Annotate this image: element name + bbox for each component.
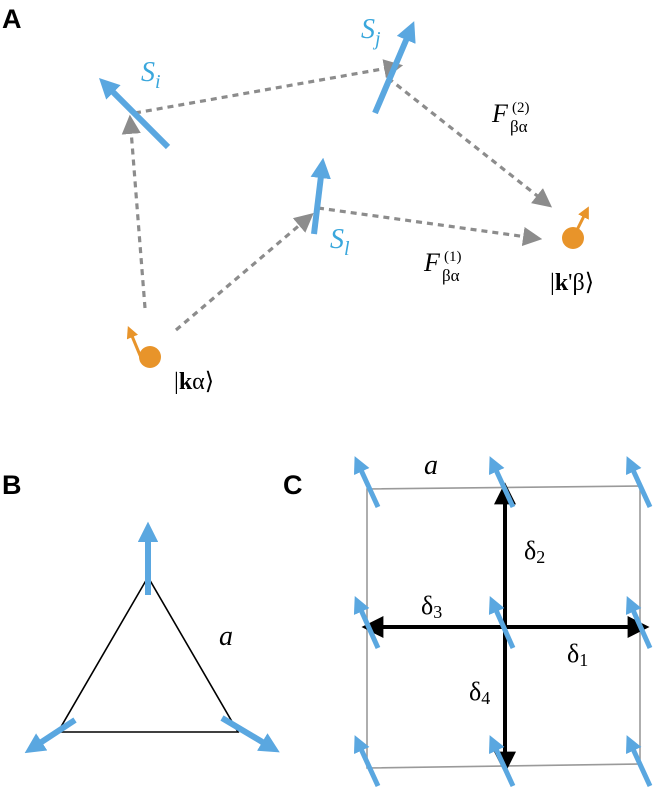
square-lattice-spins <box>353 456 653 788</box>
delta-4-label: δ4 <box>469 677 490 708</box>
triangle-spin-right <box>220 715 280 753</box>
panel-b-label: B <box>2 470 22 500</box>
amplitude-f2: F (2) βα <box>491 99 530 136</box>
panel-c: C a δ1 δ2 δ3 δ4 <box>283 450 653 788</box>
triangle-lattice <box>56 575 240 733</box>
amplitude-f1: F (1) βα <box>423 248 462 285</box>
electron-initial <box>126 326 161 368</box>
square-spin-top-center <box>488 456 516 509</box>
amplitude-f1-subscript: βα <box>442 266 460 285</box>
square-spin-bottom-center <box>488 735 516 788</box>
path-si-to-sj <box>134 59 404 115</box>
triangle-spin-left <box>24 717 77 754</box>
spin-sj-arrow <box>372 21 416 115</box>
ket-k-alpha: |kα⟩ <box>174 369 214 395</box>
path-k-to-si <box>121 114 147 309</box>
delta-2-label: δ2 <box>524 536 545 567</box>
electron-final-dot <box>562 227 584 249</box>
square-spin-bottom-right <box>625 735 653 788</box>
square-spin-middle-right <box>625 596 653 650</box>
scattering-paths <box>121 59 553 332</box>
panel-b: B a <box>2 470 280 754</box>
amplitude-f2-symbol: F <box>491 99 509 128</box>
ket-kprime-beta: |k'β⟩ <box>550 270 594 296</box>
panel-a-label: A <box>2 4 22 34</box>
amplitude-f2-subscript: βα <box>510 117 528 136</box>
spin-sj-label: Sj <box>361 14 381 50</box>
spin-si-arrow <box>99 78 171 150</box>
delta-1-label: δ1 <box>567 639 588 670</box>
triangle-edge-label: a <box>219 621 233 652</box>
amplitude-f1-superscript: (1) <box>444 249 462 265</box>
delta-3-label: δ3 <box>421 591 442 622</box>
square-spin-bottom-left <box>353 735 381 788</box>
spin-sl-arrow <box>310 157 331 235</box>
electron-final <box>562 206 589 249</box>
path-sl-to-kprime <box>317 206 543 246</box>
path-sj-to-kprime <box>387 76 553 208</box>
path-k-to-sl <box>174 213 314 332</box>
square-spin-middle-left <box>353 596 381 650</box>
amplitude-f2-superscript: (2) <box>512 100 530 116</box>
amplitude-f1-symbol: F <box>423 248 441 277</box>
spin-sl-label: Sl <box>330 224 350 260</box>
square-edge-label: a <box>424 450 438 481</box>
electron-initial-dot <box>139 346 161 368</box>
square-spin-top-left <box>353 456 381 509</box>
panel-c-label: C <box>283 470 303 500</box>
spin-si-label: Si <box>141 57 161 93</box>
square-spin-center <box>488 596 516 650</box>
square-spin-top-right <box>625 456 653 509</box>
panel-a: A Si Sj Sl |kα⟩ |k'β⟩ F <box>2 4 594 395</box>
